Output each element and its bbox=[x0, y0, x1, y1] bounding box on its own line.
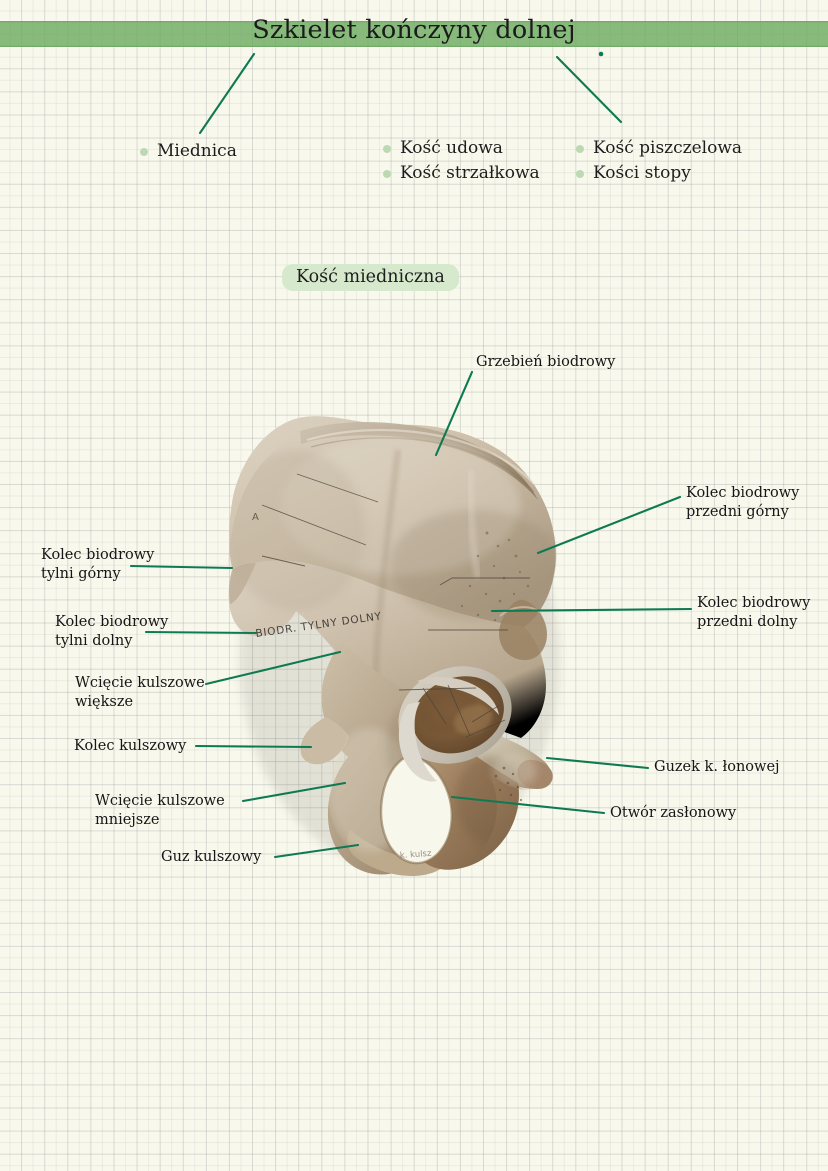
callout-kolec-biodrowy-przedni-dolny: Kolec biodrowy przedni dolny bbox=[697, 595, 811, 630]
callout-wciecie-kulszowe-wieksze: Wcięcie kulszowe większe bbox=[75, 675, 205, 710]
bone-foramina bbox=[460, 531, 530, 622]
callout-kolec-kulszowy: Kolec kulszowy bbox=[74, 738, 187, 754]
psis-notch bbox=[228, 563, 256, 604]
callout-kolec-biodrowy-tylni-dolny: Kolec biodrowy tylni dolny bbox=[55, 614, 169, 649]
callout-guzek-k-lonowej: Guzek k. łonowej bbox=[654, 759, 780, 775]
obturator-foramen-rim bbox=[379, 755, 453, 865]
callout-wciecie-kulszowe-mniejsze: Wcięcie kulszowe mniejsze bbox=[95, 793, 225, 828]
legend-item-kosc-strzalkowa[interactable]: Kość strzałkowa bbox=[383, 161, 540, 186]
callout-grzebien-biodrowy: Grzebień biodrowy bbox=[476, 354, 616, 370]
legend-item-label: Kość piszczelowa bbox=[593, 138, 743, 158]
ischial-tuberosity bbox=[347, 830, 447, 876]
bullet-dot-icon bbox=[383, 170, 391, 178]
section-chip-kosc-miedniczna: Kość miedniczna bbox=[282, 264, 459, 291]
callout-guz-kulszowy: Guz kulszowy bbox=[161, 849, 262, 865]
legend-column-3: Kość piszczelowa Kości stopy bbox=[576, 136, 742, 186]
acetabular-highlight bbox=[453, 704, 493, 735]
specimen-handwriting-fragment: A bbox=[252, 512, 259, 523]
aiis-prominence bbox=[499, 599, 547, 661]
legend-item-label: Kość udowa bbox=[400, 138, 503, 158]
callout-otwor-zaslonowy: Otwór zasłonowy bbox=[610, 805, 737, 821]
bullet-dot-icon bbox=[140, 148, 148, 156]
lunate-surface bbox=[398, 702, 437, 782]
legend-item-label: Kości stopy bbox=[593, 163, 691, 183]
title-highlight-band bbox=[0, 21, 828, 47]
callout-kolec-biodrowy-tylni-gorny: Kolec biodrowy tylni górny bbox=[41, 547, 155, 582]
ilium-shading bbox=[226, 435, 557, 676]
legend-item-kosc-udowa[interactable]: Kość udowa bbox=[383, 136, 540, 161]
legend-item-miednica[interactable]: Miednica bbox=[140, 139, 237, 164]
acetabulum-region bbox=[398, 666, 512, 782]
specimen-pencil-lines bbox=[261, 473, 530, 738]
legend-column-1: Miednica bbox=[140, 139, 237, 164]
ischial-spine bbox=[300, 717, 349, 765]
callout-kolec-biodrowy-przedni-gorny: Kolec biodrowy przedni górny bbox=[686, 485, 800, 520]
bullet-dot-icon bbox=[576, 145, 584, 153]
legend-item-label: Miednica bbox=[157, 141, 237, 161]
legend-item-kosc-piszczelowa[interactable]: Kość piszczelowa bbox=[576, 136, 742, 161]
specimen-handwriting-small: k. kulsz bbox=[400, 849, 433, 861]
legend-item-kosci-stopy[interactable]: Kości stopy bbox=[576, 161, 742, 186]
bullet-dot-icon bbox=[576, 170, 584, 178]
legend-column-2: Kość udowa Kość strzałkowa bbox=[383, 136, 540, 186]
page-title: Szkielet kończyny dolnej bbox=[252, 15, 576, 45]
bullet-dot-icon bbox=[383, 145, 391, 153]
acetabular-upper-rim bbox=[417, 677, 499, 715]
legend-item-label: Kość strzałkowa bbox=[400, 163, 540, 183]
obturator-foramen bbox=[381, 756, 452, 864]
